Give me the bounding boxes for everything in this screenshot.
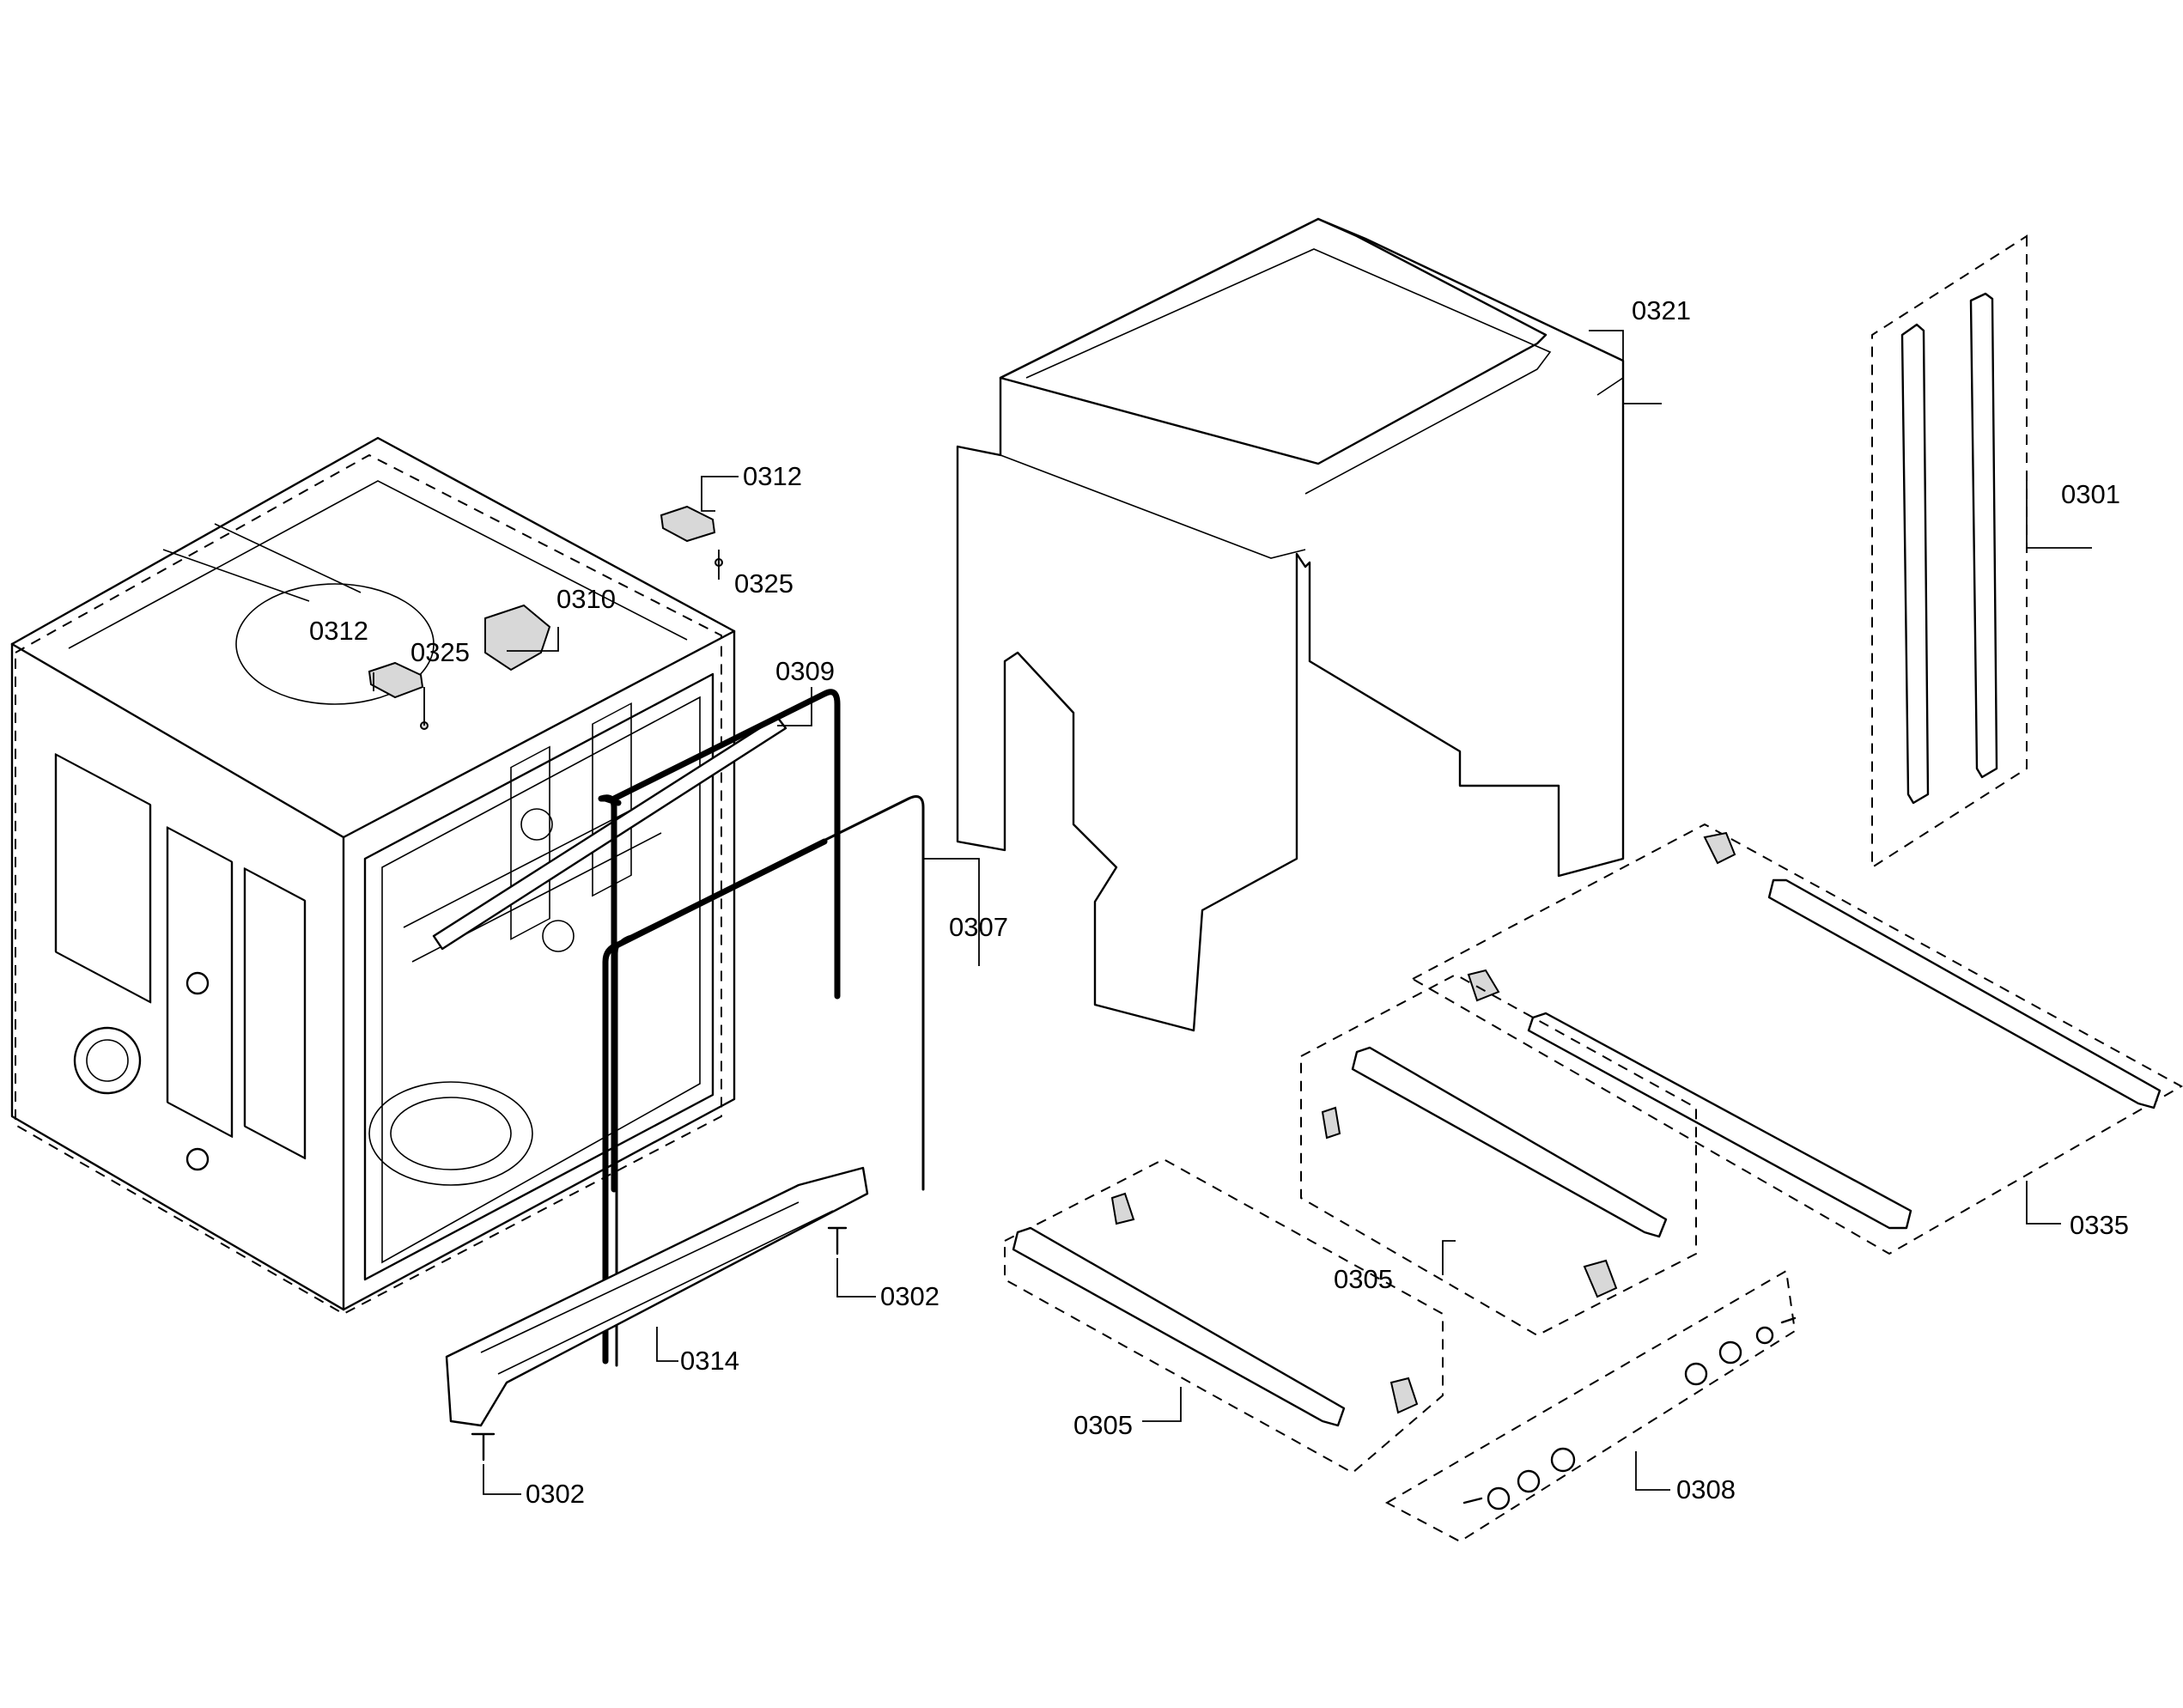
callout-0307: 0307 [949, 912, 1008, 942]
callout-0302-bottom: 0302 [526, 1479, 585, 1509]
insulation-cover [956, 217, 1625, 1032]
callout-0302-right: 0302 [880, 1281, 939, 1311]
callout-0308: 0308 [1676, 1474, 1736, 1504]
callout-0305-lower: 0305 [1073, 1410, 1133, 1440]
callout-0301: 0301 [2061, 479, 2120, 509]
wheel-kit-0308 [1384, 1269, 1797, 1543]
callout-0314: 0314 [680, 1346, 739, 1376]
screw-parts [471, 1226, 848, 1462]
callout-0325-upper: 0325 [734, 568, 794, 599]
door-seal-outline [615, 795, 925, 1367]
rail-kit-0335 [1410, 823, 2183, 1255]
side-trim-parts [1871, 234, 2028, 869]
callout-0312-upper: 0312 [743, 461, 802, 491]
leader-lines [373, 330, 2092, 1495]
callout-0305-upper: 0305 [1334, 1264, 1393, 1294]
callout-0335: 0335 [2070, 1210, 2129, 1240]
clip-parts [368, 505, 723, 730]
callout-0312-lower: 0312 [309, 616, 368, 646]
callout-labels: 0321 0301 0312 0325 0310 0312 0325 0309 … [309, 295, 2129, 1509]
rail-kit-0305-lower [1004, 1158, 1444, 1474]
callout-0310: 0310 [556, 584, 616, 614]
tub-frame-assembly [10, 436, 736, 1316]
callout-0321: 0321 [1632, 295, 1691, 325]
top-strip [432, 715, 787, 951]
callout-0325-lower: 0325 [410, 637, 470, 667]
callout-0309: 0309 [775, 656, 835, 686]
rail-kit-0305-upper [1300, 973, 1697, 1337]
